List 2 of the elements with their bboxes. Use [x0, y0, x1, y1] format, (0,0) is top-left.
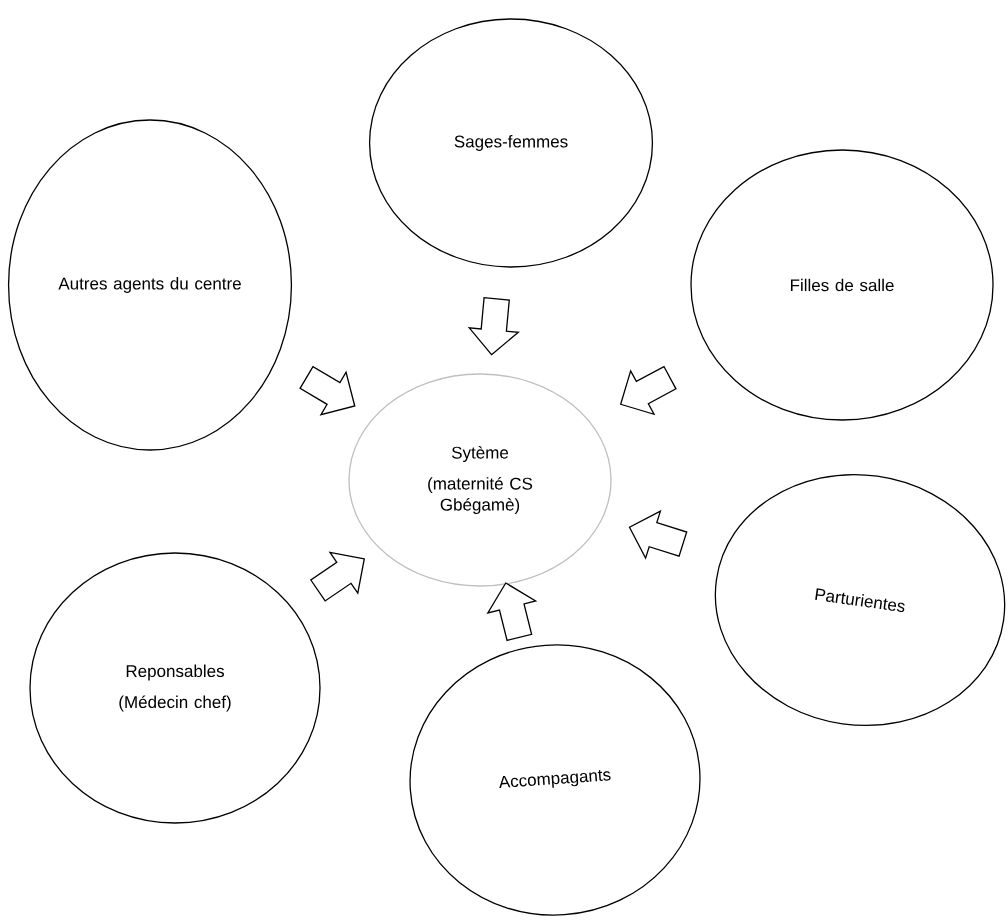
block-arrow — [299, 365, 356, 416]
block-arrow — [309, 551, 365, 602]
